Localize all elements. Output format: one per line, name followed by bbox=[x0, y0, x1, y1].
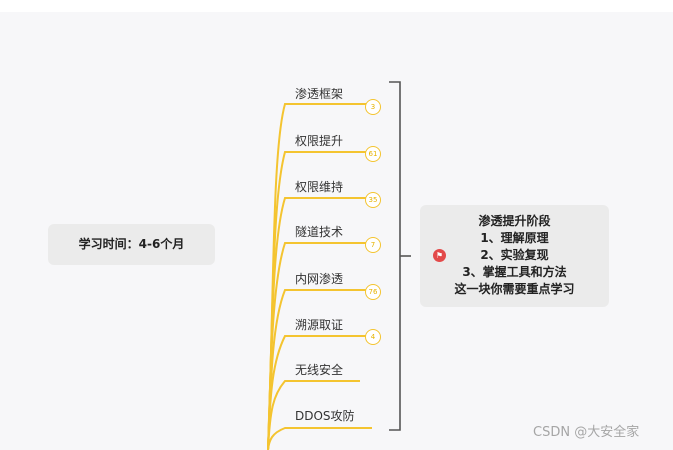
count-badge[interactable]: 76 bbox=[365, 284, 381, 300]
bracket bbox=[389, 81, 411, 431]
count-badge[interactable]: 7 bbox=[365, 237, 381, 253]
count-badge[interactable]: 4 bbox=[365, 329, 381, 345]
branch-label-forensics[interactable]: 溯源取证 bbox=[295, 318, 344, 332]
study-time-node[interactable]: 学习时间：4-6个月 bbox=[48, 224, 215, 265]
branch-curves bbox=[267, 103, 372, 450]
stage-line-4: 这一块你需要重点学习 bbox=[454, 282, 575, 296]
stage-node[interactable]: 渗透提升阶段 1、理解原理 2、实验复现 3、掌握工具和方法 这一块你需要重点学… bbox=[420, 205, 609, 307]
branch-label-wireless-security[interactable]: 无线安全 bbox=[295, 363, 344, 377]
watermark: CSDN @大安全家 bbox=[533, 425, 640, 440]
branch-label-tunneling[interactable]: 隧道技术 bbox=[295, 225, 344, 239]
branch-label-persistence[interactable]: 权限维持 bbox=[295, 180, 344, 194]
stage-line-1: 1、理解原理 bbox=[480, 231, 549, 245]
stage-line-2: 2、实验复现 bbox=[480, 248, 549, 262]
branch-label-pentest-framework[interactable]: 渗透框架 bbox=[295, 87, 344, 101]
stage-text: 渗透提升阶段 1、理解原理 2、实验复现 3、掌握工具和方法 这一块你需要重点学… bbox=[420, 213, 609, 298]
count-badge[interactable]: 61 bbox=[365, 146, 381, 162]
branch-label-privilege-escalation[interactable]: 权限提升 bbox=[295, 134, 344, 148]
branch-label-ddos[interactable]: DDOS攻防 bbox=[295, 409, 355, 423]
flag-icon: ⚑ bbox=[433, 249, 446, 262]
count-badge[interactable]: 3 bbox=[365, 99, 381, 115]
stage-line-3: 3、掌握工具和方法 bbox=[462, 265, 567, 279]
stage-title: 渗透提升阶段 bbox=[478, 214, 551, 228]
count-badge[interactable]: 35 bbox=[365, 192, 381, 208]
top-bar bbox=[0, 0, 673, 12]
branch-label-intranet-pentest[interactable]: 内网渗透 bbox=[295, 272, 344, 286]
